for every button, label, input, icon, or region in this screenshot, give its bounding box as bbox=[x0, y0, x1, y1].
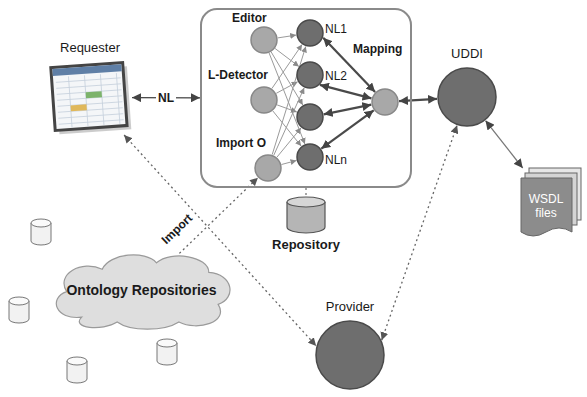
circle-shape bbox=[250, 26, 278, 54]
nl-circle: NLn bbox=[296, 143, 324, 171]
editor-circle: Editor bbox=[250, 26, 278, 54]
node-label: NL2 bbox=[325, 69, 347, 83]
connector bbox=[486, 121, 523, 168]
nl-circle: NL1 bbox=[296, 19, 324, 47]
connector bbox=[320, 85, 372, 99]
node-label: Requester bbox=[60, 41, 120, 55]
connector bbox=[321, 110, 373, 148]
connector bbox=[282, 161, 297, 165]
circle-shape bbox=[371, 88, 399, 116]
nl-circle bbox=[296, 103, 324, 131]
node-label: UDDI bbox=[451, 47, 483, 61]
uddi-circle: UDDI bbox=[437, 67, 497, 127]
node-label: WSDL files bbox=[522, 192, 570, 220]
node-label: Import O bbox=[216, 136, 266, 150]
connector bbox=[324, 105, 372, 115]
node-label: Provider bbox=[326, 300, 374, 314]
database-icon bbox=[157, 339, 177, 365]
node-label: NL1 bbox=[325, 22, 347, 36]
circle-shape bbox=[315, 320, 385, 390]
circle-shape bbox=[296, 143, 324, 171]
detector-circle: L-Detector bbox=[250, 86, 278, 114]
node-label: NLn bbox=[325, 153, 347, 167]
circle-shape bbox=[437, 67, 497, 127]
repository-cylinder: Repository bbox=[286, 196, 326, 234]
node-label: Editor bbox=[232, 11, 267, 25]
service-box: EditorL-DetectorImport O NL1NL2NLn Mapping bbox=[200, 8, 412, 188]
database-icon bbox=[67, 357, 87, 383]
circle-shape bbox=[296, 103, 324, 131]
circle-shape bbox=[296, 61, 324, 89]
import-circle: Import O bbox=[254, 154, 282, 182]
node-label: Mapping bbox=[353, 42, 402, 56]
connector bbox=[399, 99, 437, 101]
edge-label: Import bbox=[157, 210, 196, 249]
cyl-shape bbox=[286, 196, 326, 234]
node-label: Repository bbox=[272, 238, 340, 252]
circle-shape bbox=[296, 19, 324, 47]
node-label: Ontology Repositories bbox=[66, 283, 216, 297]
screen-shape bbox=[48, 60, 132, 135]
wsdl-documents: WSDL files bbox=[520, 168, 582, 240]
connector bbox=[382, 125, 457, 340]
nl-circle: NL2 bbox=[296, 61, 324, 89]
connector bbox=[278, 35, 296, 38]
requester-screen: Requester bbox=[48, 60, 132, 135]
connector bbox=[305, 188, 306, 196]
database-icon bbox=[31, 219, 51, 245]
mapping-circle: Mapping bbox=[371, 88, 399, 116]
circle-shape bbox=[254, 154, 282, 182]
database-icon bbox=[9, 297, 29, 323]
edge-label: NL bbox=[156, 91, 176, 105]
circle-shape bbox=[250, 86, 278, 114]
node-label: L-Detector bbox=[208, 68, 268, 82]
provider-circle: Provider bbox=[315, 320, 385, 390]
ontology-cloud: Ontology Repositories bbox=[48, 250, 235, 330]
